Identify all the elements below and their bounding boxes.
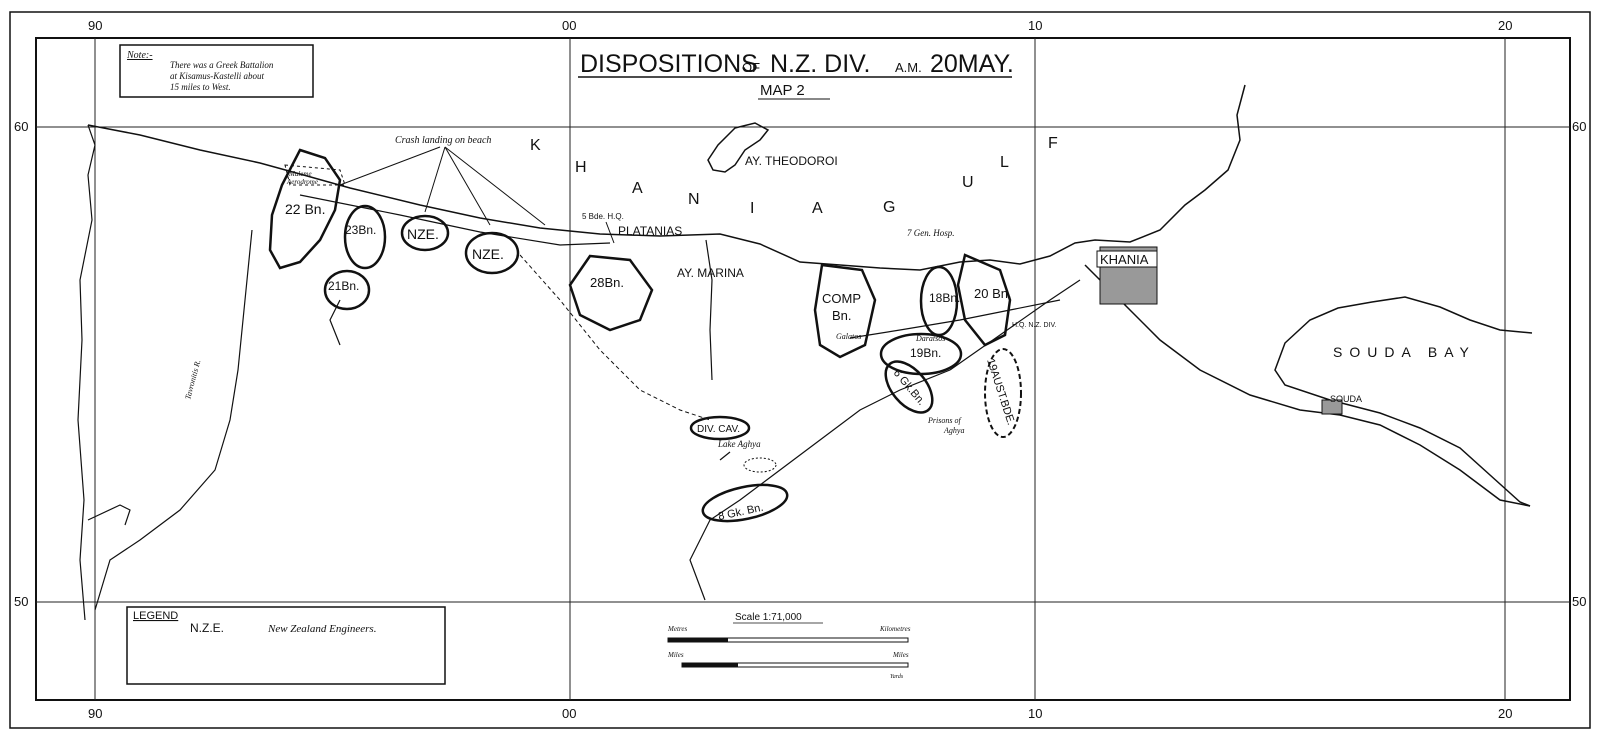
place-prisons-1: Prisons of — [927, 416, 962, 425]
note-heading: Note:- — [126, 50, 153, 61]
scale-miles-left: Miles — [667, 651, 684, 659]
scale-miles-right: Miles — [892, 651, 909, 659]
scale-metres: Metres — [667, 625, 687, 633]
gulf-letter-k: K — [530, 137, 541, 154]
grid-label-right-50: 50 — [1572, 594, 1586, 609]
track-dashed — [519, 254, 711, 421]
souda-town — [1321, 399, 1343, 415]
grid-label-left-50: 50 — [14, 594, 28, 609]
gulf-letter-a: A — [632, 180, 643, 197]
scale-title: Scale 1:71,000 — [735, 612, 802, 623]
place-khania: KHANIA — [1100, 252, 1149, 267]
grid-label-bottom-90: 90 — [88, 706, 102, 721]
outer-frame — [9, 11, 1591, 729]
title-subtitle: MAP 2 — [760, 82, 805, 99]
gulf-letter-h: H — [575, 159, 587, 176]
title-am: A.M. — [895, 60, 922, 75]
unit-divcav: DIV. CAV. — [697, 424, 740, 435]
place-maleme-1: Maleme — [288, 170, 312, 178]
unit-positions — [268, 148, 1012, 523]
unit-nze-2: NZE. — [472, 246, 504, 262]
grid-label-top-00: 00 — [562, 18, 576, 33]
annot-crash: Crash landing on beach — [395, 135, 491, 146]
unit-comp-2: Bn. — [832, 308, 852, 323]
gulf-label: K H A N I A G U L F — [530, 135, 1058, 217]
legend-abbr: N.Z.E. — [190, 621, 224, 635]
theodoroi-island — [707, 122, 770, 173]
gulf-letter-u: U — [962, 174, 974, 191]
unit-22bn: 22 Bn. — [285, 201, 325, 217]
grid-label-right-60: 60 — [1572, 119, 1586, 134]
grid-label-bottom-20: 20 — [1498, 706, 1512, 721]
grid-label-left-60: 60 — [14, 119, 28, 134]
annot-gen-hosp: 7 Gen. Hosp. — [907, 228, 955, 238]
gulf-letter-n: N — [688, 191, 700, 208]
lake-aghya — [743, 457, 777, 473]
place-river: Tavronitis R. — [183, 359, 202, 401]
annot-div-hq: H.Q. N.Z. DIV. — [1012, 322, 1057, 329]
place-souda-bay: SOUDA BAY — [1333, 344, 1476, 360]
gulf-letter-a2: A — [812, 200, 823, 217]
unit-18bn: 18Bn. — [929, 291, 960, 305]
title-date: 20MAY. — [930, 50, 1014, 78]
place-daratsos: Daratsos — [915, 334, 945, 343]
place-galatas: Galatos — [836, 332, 861, 341]
grid — [36, 38, 1570, 700]
title-div: N.Z. DIV. — [770, 50, 871, 78]
inner-frame — [35, 37, 1571, 701]
legend-desc: New Zealand Engineers. — [267, 623, 376, 635]
annot-bde-hq: 5 Bde. H.Q. — [582, 212, 624, 221]
note-line-1: There was a Greek Battalion — [170, 60, 274, 70]
title-main: DISPOSITIONS — [580, 50, 758, 78]
unit-21bn: 21Bn. — [328, 279, 359, 293]
gulf-letter-f: F — [1048, 135, 1058, 152]
aust-bde-outline — [984, 348, 1022, 438]
gulf-letter-i: I — [750, 200, 754, 217]
legend-box: LEGEND N.Z.E. New Zealand Engineers. — [126, 606, 446, 685]
souda-bay-south-shore — [1084, 264, 1531, 507]
grid-label-bottom-00: 00 — [562, 706, 576, 721]
note-line-3: 15 miles to West. — [170, 82, 231, 92]
unit-28bn: 28Bn. — [590, 275, 624, 290]
maleme-outline-dashed — [284, 164, 346, 186]
gulf-letter-g: G — [883, 199, 895, 216]
place-prisons-2: Aghya — [943, 426, 964, 435]
unit-comp-1: COMP — [822, 291, 861, 306]
unit-aust: 19AUST.BDE. — [984, 357, 1017, 426]
place-theodoroi: AY. THEODOROI — [745, 154, 838, 168]
grid-label-top-20: 20 — [1498, 18, 1512, 33]
scale-yards: Yards — [890, 674, 904, 680]
gulf-letter-l: L — [1000, 154, 1009, 171]
note-box: Note:- There was a Greek Battalion at Ki… — [119, 44, 314, 98]
unit-23bn: 23Bn. — [345, 223, 376, 237]
note-line-2: at Kisamus-Kastelli about — [170, 71, 265, 81]
souda-bay-north-shore — [1274, 296, 1533, 507]
grid-label-top-10: 10 — [1028, 18, 1042, 33]
grid-label-top-90: 90 — [88, 18, 102, 33]
place-maleme-2: Aerodrome — [286, 178, 318, 186]
scale-kilometres: Kilometres — [879, 625, 911, 633]
legend-heading: LEGEND — [133, 610, 178, 622]
khania-town: KHANIA — [1096, 246, 1158, 305]
place-souda: SOUDA — [1330, 394, 1362, 404]
place-marina: AY. MARINA — [677, 266, 744, 280]
scale-bar: Scale 1:71,000 Metres Kilometres Miles M… — [667, 612, 911, 680]
unit-19bn: 19Bn. — [910, 346, 941, 360]
crash-arrows — [339, 146, 546, 226]
map-title: DISPOSITIONS OF N.Z. DIV. A.M. 20MAY. MA… — [578, 50, 1014, 100]
place-lake: Lake Aghya — [717, 439, 761, 449]
unit-labels: 22 Bn. 23Bn. 21Bn. NZE. NZE. 28Bn. COMP … — [285, 201, 1017, 523]
title-of: OF — [742, 60, 760, 75]
grid-label-bottom-10: 10 — [1028, 706, 1042, 721]
coastline — [87, 84, 1246, 271]
unit-20bn: 20 Bn. — [974, 286, 1012, 301]
place-platanias: PLATANIAS — [618, 224, 682, 238]
unit-nze-1: NZE. — [407, 226, 439, 242]
